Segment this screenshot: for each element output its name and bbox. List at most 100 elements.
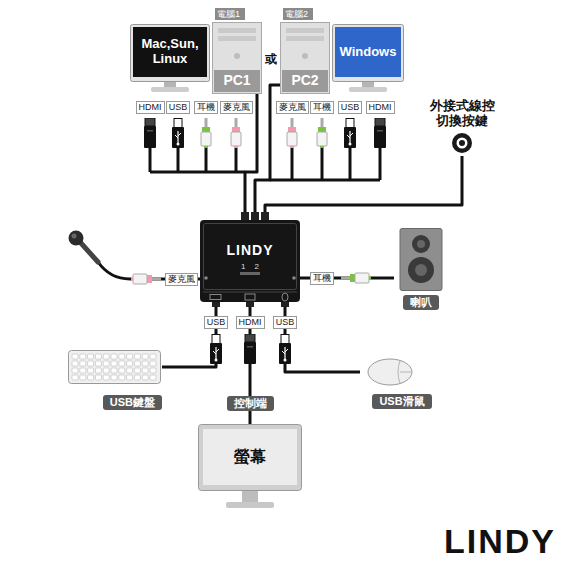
- kvm-switch: LINDY12: [200, 220, 300, 302]
- speaker-outline: [408, 257, 434, 283]
- tower-outline: [286, 36, 324, 41]
- keyboard-outline: [95, 375, 101, 380]
- button-outline: [459, 140, 465, 146]
- cable-connector: [285, 302, 360, 372]
- keyboard-outline: [88, 354, 94, 359]
- tower-outline: [282, 70, 328, 92]
- cable-plug: [287, 118, 297, 148]
- keyboard-outline: [103, 361, 109, 366]
- cable-tag: 麥克風: [165, 273, 198, 286]
- keyboard-outline: [111, 368, 117, 373]
- keyboard-outline: [95, 368, 101, 373]
- port-number: 1: [241, 262, 245, 271]
- cable-tag: HDMI: [236, 316, 265, 329]
- mouse-outline: [398, 361, 400, 383]
- cable-wire: [270, 179, 380, 182]
- tower-tab: 電腦1: [217, 8, 240, 20]
- keyboard-outline: [111, 354, 117, 359]
- cable-wire: [150, 171, 245, 174]
- edge-band: 控制端: [227, 396, 274, 411]
- keyboard-outline: [150, 375, 156, 380]
- microphone-icon: [69, 231, 84, 246]
- cable-wire: [291, 146, 294, 180]
- switch-outline: [210, 295, 221, 300]
- keyboard-outline: [69, 351, 161, 384]
- cable-plug: [210, 335, 222, 365]
- keyboard-outline: [103, 354, 109, 359]
- speaker: 喇叭: [394, 228, 448, 312]
- switch-outline: [282, 293, 288, 301]
- tower-outline: [218, 36, 256, 41]
- cable-wire: [349, 146, 352, 180]
- cable-wire: [235, 146, 238, 172]
- monitor-outline: [335, 27, 401, 77]
- cable-plug: [279, 335, 291, 365]
- port-stub: [241, 212, 249, 221]
- keyboard-outline: [80, 368, 86, 373]
- cable-plug: [341, 273, 371, 283]
- speaker-outline: [400, 229, 442, 291]
- switch-outline: [245, 294, 255, 300]
- cable-plug: [131, 274, 161, 284]
- keyboard-outline: [72, 368, 78, 373]
- keyboard-outline: [103, 375, 109, 380]
- monitor-outline: [203, 429, 297, 485]
- monitor-outline: [131, 25, 210, 82]
- keyboard-outline: [119, 368, 125, 373]
- keyboard-outline: [119, 361, 125, 366]
- cable-plug: [317, 118, 327, 148]
- keyboard-outline: [134, 375, 140, 380]
- tower-name: PC2: [291, 72, 318, 88]
- cable-plug: [172, 119, 184, 149]
- cable-wire: [177, 146, 180, 172]
- keyboard-outline: [142, 361, 148, 366]
- keyboard-outline: [80, 354, 86, 359]
- keyboard-outline: [142, 354, 148, 359]
- cable-tag: 耳機: [194, 101, 218, 114]
- mouse-outline: [400, 372, 412, 373]
- computer-monitor: Mac,Sun, Linux: [130, 24, 210, 94]
- tower-outline: [286, 28, 324, 33]
- monitor-outline: [242, 491, 258, 503]
- cable-tag: HDMI: [366, 101, 395, 114]
- keyboard-outline: [88, 375, 94, 380]
- monitor-outline: [333, 25, 404, 82]
- port-stub: [251, 212, 259, 221]
- computer-monitor: Windows: [332, 24, 404, 94]
- tower-outline: [213, 23, 262, 94]
- keyboard-outline: [150, 368, 156, 373]
- keyboard-outline: [88, 361, 94, 366]
- microphone-icon: [69, 231, 99, 263]
- switch-outline: [204, 276, 208, 280]
- keyboard-outline: [72, 354, 78, 359]
- tower-outline: [218, 28, 256, 33]
- microphone-icon: [72, 234, 77, 239]
- cable-plug: [374, 118, 386, 148]
- keyboard-outline: [103, 368, 109, 373]
- cable-tag: USB: [273, 316, 298, 329]
- keyboard-outline: [119, 354, 125, 359]
- device-band: USB滑鼠: [372, 394, 431, 409]
- tower-tab: 電腦2: [285, 8, 308, 20]
- keyboard-outline: [134, 361, 140, 366]
- monitor-outline: [151, 87, 189, 92]
- cable-plug: [231, 118, 241, 148]
- switch-outline: [200, 220, 300, 302]
- keyboard-outline: [142, 368, 148, 373]
- tower-name: PC1: [223, 72, 250, 88]
- keyboard-outline: [142, 375, 148, 380]
- monitor-outline: [198, 424, 302, 516]
- cable-wire: [149, 146, 152, 172]
- monitor-outline: [226, 502, 274, 508]
- port-stub: [261, 212, 269, 221]
- cable-plug: [344, 119, 356, 149]
- monitor-text: 螢幕: [234, 447, 266, 467]
- button-outline: [457, 138, 468, 149]
- cable-plug: [244, 334, 256, 364]
- cable-connector: [265, 156, 462, 220]
- cable-plug: [131, 118, 386, 364]
- cable-wire: [321, 146, 324, 180]
- keyboard-outline: [150, 361, 156, 366]
- keyboard-outline: [80, 375, 86, 380]
